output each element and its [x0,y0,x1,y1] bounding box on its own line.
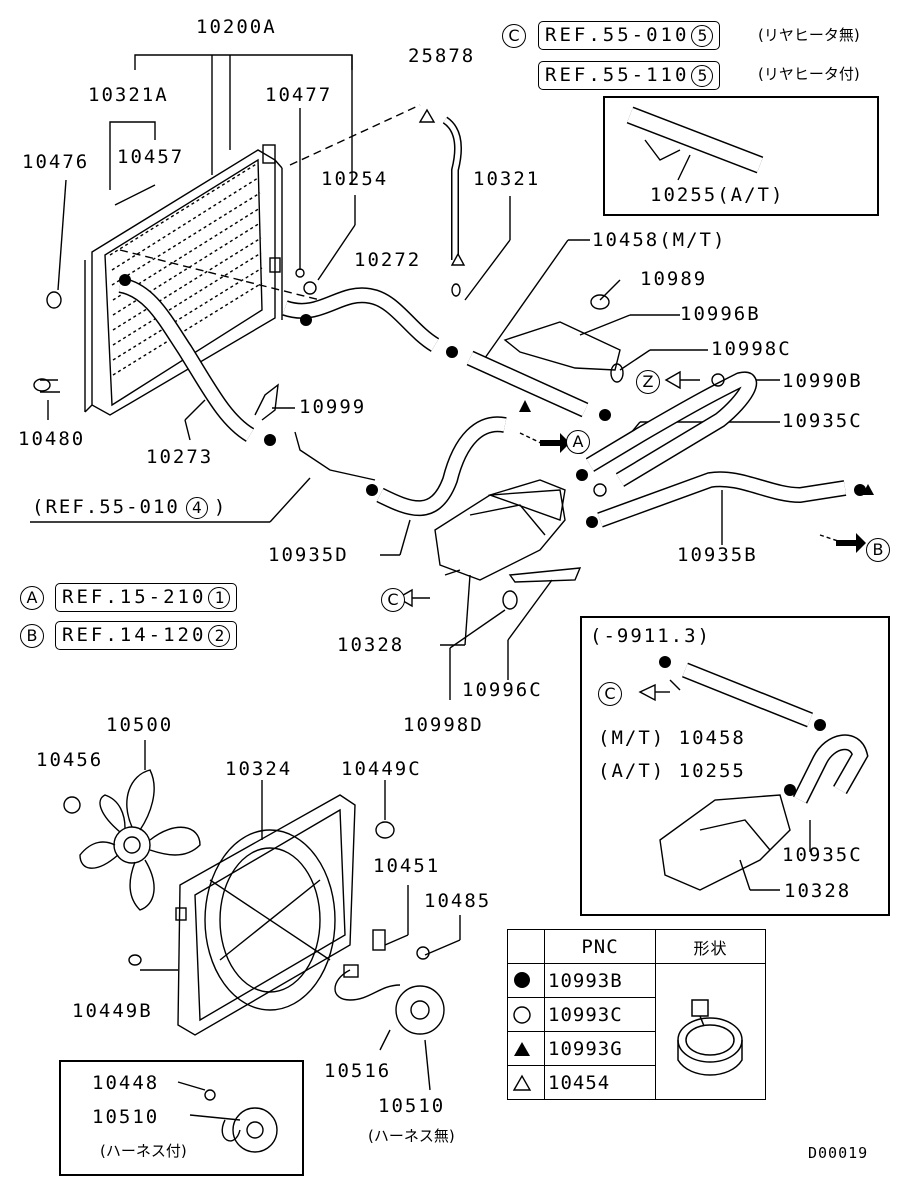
legend-row: 10993G [507,1031,766,1066]
part-label-10272[interactable]: 10272 [354,249,422,271]
clamp-legend-table: PNC 形状 10993B 10993C 10993G 10454 [507,929,766,1100]
marker-c: C [381,588,405,612]
part-label-10996C[interactable]: 10996C [462,679,543,701]
part-label-10449B[interactable]: 10449B [72,1000,153,1022]
marker-z: Z [636,370,660,394]
inset-right-title: (-9911.3) [590,625,711,647]
ref-box-number: 2 [208,625,231,647]
part-label-10456[interactable]: 10456 [36,749,104,771]
part-label-10321A[interactable]: 10321A [88,84,169,106]
inline-ref-text: (REF.55-010 [32,496,180,518]
part-label-10996B[interactable]: 10996B [680,303,761,325]
part-label-10999[interactable]: 10999 [299,396,367,418]
marker-a: A [566,430,590,454]
ref-box-text: REF.55-010 [545,24,690,46]
part-label-10458-mt[interactable]: 10458(M/T) [592,229,727,251]
ref-letter-b: B [20,624,44,648]
legend-header-pnc: PNC [544,929,656,964]
ref-box-text: REF.55-110 [545,64,690,86]
legend-row: 10454 [507,1065,766,1100]
ref-box-number: 5 [691,65,714,87]
open-triangle-icon [507,1065,545,1100]
part-label-10480[interactable]: 10480 [18,428,86,450]
inset-right-part-10935C[interactable]: 10935C [782,844,863,866]
marker-b: B [866,538,890,562]
ref-box-number: 5 [691,25,714,47]
part-label-10998C[interactable]: 10998C [711,338,792,360]
part-label-10328[interactable]: 10328 [337,634,405,656]
part-label-10477[interactable]: 10477 [265,84,333,106]
legend-pnc[interactable]: 10993B [544,963,656,998]
part-label-10324[interactable]: 10324 [225,758,293,780]
part-label-10935C[interactable]: 10935C [782,410,863,432]
ref-note-no-rear-heater: (リヤヒータ無) [758,26,860,44]
filled-triangle-icon [507,1031,545,1066]
legend-pnc[interactable]: 10993C [544,997,656,1032]
inset-top-caption[interactable]: 10255(A/T) [650,184,785,206]
part-label-10200A[interactable]: 10200A [196,16,277,38]
ref-letter-a: A [20,586,44,610]
inset-right-at-label[interactable]: (A/T) 10255 [598,760,746,782]
marker-c-inset: C [598,682,622,706]
legend-pnc[interactable]: 10993G [544,1031,656,1066]
inset-right-part-10328[interactable]: 10328 [784,880,852,902]
part-label-10990B[interactable]: 10990B [782,370,863,392]
ref-box-number: 1 [208,587,231,609]
legend-header-symbol [507,929,545,964]
part-label-10935B[interactable]: 10935B [677,544,758,566]
ref-box-text: REF.14-120 [62,624,207,646]
part-label-10935D[interactable]: 10935D [268,544,349,566]
part-label-10500[interactable]: 10500 [106,714,174,736]
inset-right-mt-label[interactable]: (M/T) 10458 [598,727,746,749]
part-label-10998D[interactable]: 10998D [403,714,484,736]
part-label-10476[interactable]: 10476 [22,151,90,173]
ref-box-text: REF.15-210 [62,586,207,608]
inset-bottom-note: (ハーネス付) [100,1142,187,1160]
part-label-10989[interactable]: 10989 [640,268,708,290]
part-label-10273[interactable]: 10273 [146,446,214,468]
ref-note-with-rear-heater: (リヤヒータ付) [758,65,860,83]
inset-bottom-part-10510[interactable]: 10510 [92,1106,160,1128]
clamp-shape-picture [655,963,766,1100]
part-label-10451[interactable]: 10451 [373,855,441,877]
filled-circle-icon [507,963,545,998]
part-label-10254[interactable]: 10254 [321,168,389,190]
open-circle-icon [507,997,545,1032]
legend-header-row: PNC 形状 [507,929,766,964]
inset-frame-bottom [59,1060,304,1176]
part-note-no-harness: (ハーネス無) [368,1127,455,1145]
legend-header-shape: 形状 [655,929,766,964]
part-label-10516[interactable]: 10516 [324,1060,392,1082]
part-label-10485[interactable]: 10485 [424,890,492,912]
part-label-10510[interactable]: 10510 [378,1095,446,1117]
part-label-25878[interactable]: 25878 [408,45,476,67]
inline-ref-close: ) [213,496,228,518]
diagram-id: D00019 [808,1144,869,1162]
part-label-10321[interactable]: 10321 [473,168,541,190]
inline-ref-number: 4 [185,497,208,519]
legend-pnc[interactable]: 10454 [544,1065,656,1100]
part-label-10457[interactable]: 10457 [117,146,185,168]
part-label-10449C[interactable]: 10449C [341,758,422,780]
ref-letter-c-top: C [502,24,526,48]
legend-row: 10993B [507,963,766,1100]
inset-frame-top [603,96,879,216]
inset-frame-right [580,616,890,916]
inset-bottom-part-10448[interactable]: 10448 [92,1072,160,1094]
